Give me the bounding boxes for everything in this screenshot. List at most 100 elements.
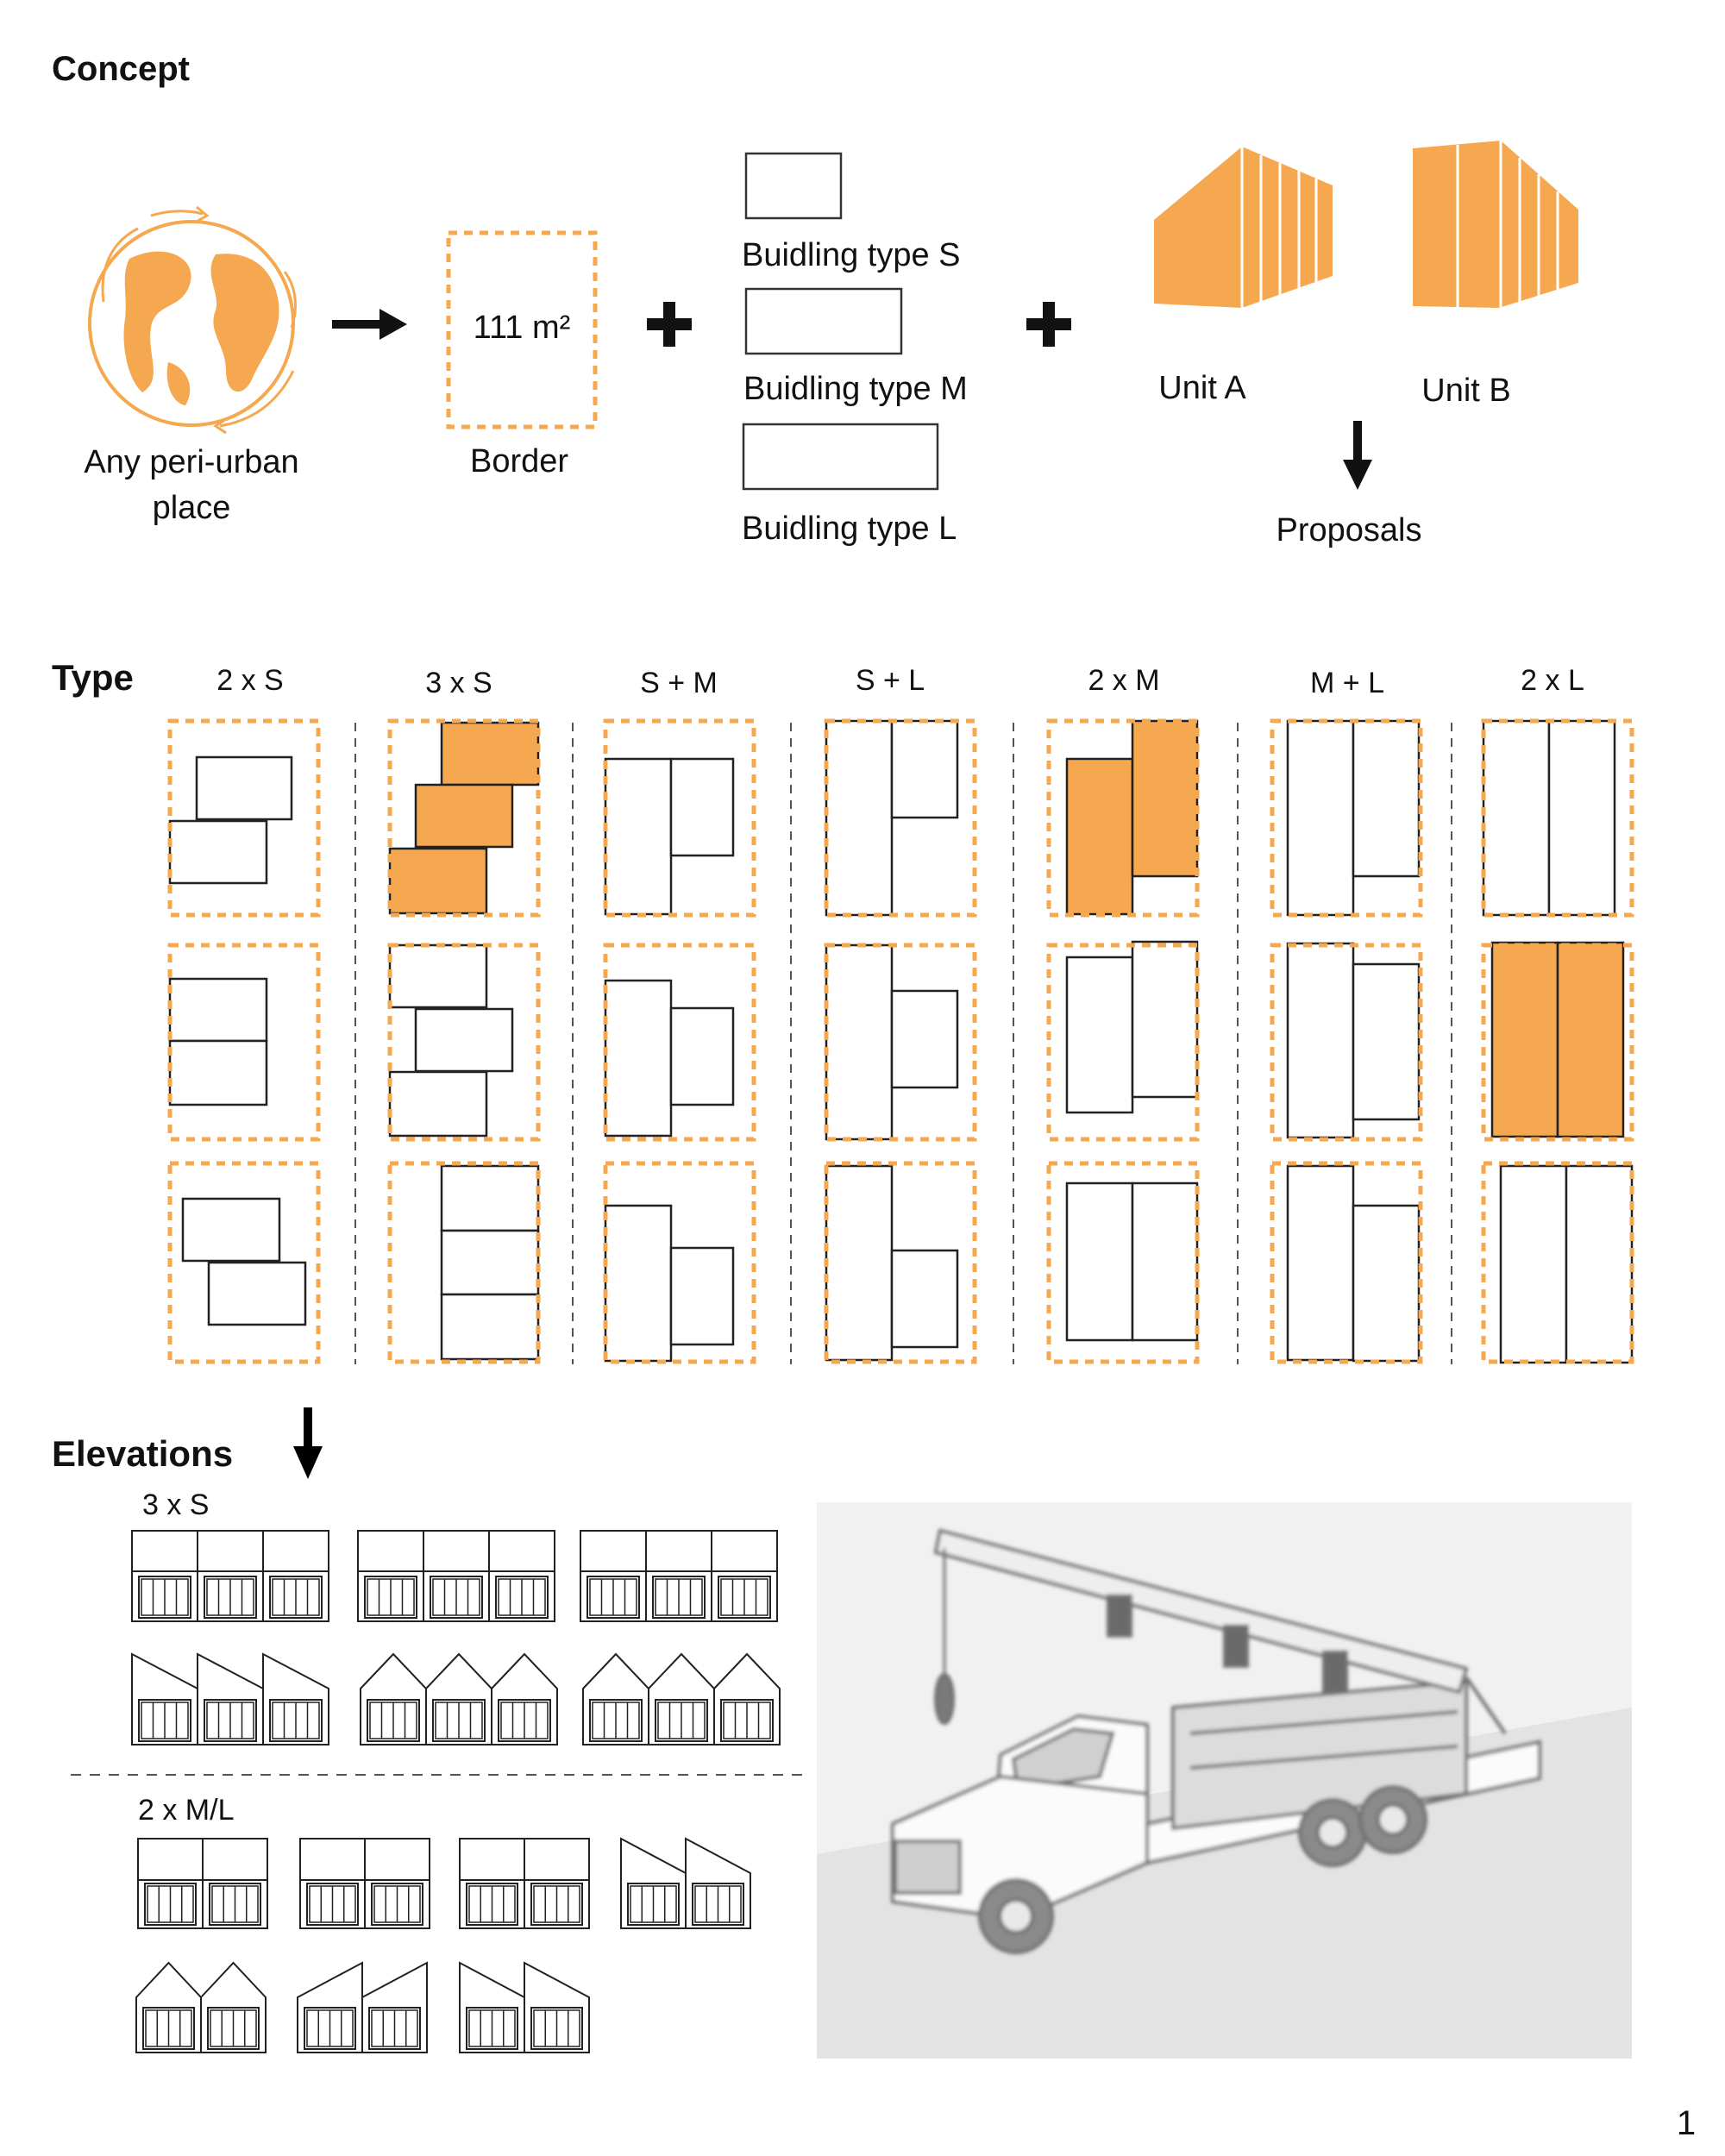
window-frame — [430, 1576, 483, 1619]
window-frame — [586, 1576, 640, 1619]
window-frame — [627, 1883, 680, 1926]
border-box — [824, 1161, 977, 1364]
type-variant-cell — [387, 1161, 541, 1364]
type-heading: Type — [52, 657, 134, 698]
column-label-3xs: 3 x S — [425, 667, 492, 699]
crane-mast — [1465, 1676, 1507, 1735]
building-footprint — [825, 719, 894, 917]
building-footprint — [1556, 941, 1625, 1138]
wheel-hub — [1315, 1815, 1350, 1850]
building-footprint — [669, 757, 735, 857]
window-frame — [530, 1883, 583, 1926]
truck-illustration — [891, 1528, 1541, 1954]
window-frame — [142, 2007, 195, 2050]
border-box — [167, 1161, 321, 1364]
place-label-line2: place — [153, 490, 231, 526]
plus-icon — [647, 302, 692, 347]
building-footprint — [440, 1293, 540, 1361]
window-frame — [368, 2007, 421, 2050]
type-variant-cell — [1046, 940, 1200, 1142]
building-footprint — [1065, 956, 1134, 1114]
unit-b-label: Unit B — [1421, 373, 1510, 409]
group-label-2xml: 2 x M/L — [138, 1794, 234, 1827]
building-footprint — [388, 943, 488, 1009]
boom-clamp — [1322, 1650, 1348, 1694]
window-frame — [720, 1699, 774, 1742]
window-frame — [269, 1576, 323, 1619]
building-type-s-rect — [744, 152, 843, 220]
border-area-label: 111 m² — [474, 310, 571, 346]
proposals-label: Proposals — [1276, 512, 1422, 548]
concept-heading: Concept — [52, 50, 190, 88]
window-frame — [204, 1576, 257, 1619]
building-footprint — [890, 989, 959, 1089]
building-footprint — [1352, 719, 1421, 878]
window-frame — [655, 1699, 708, 1742]
border-box — [1481, 1161, 1634, 1364]
plus-icon — [1026, 302, 1071, 347]
type-grid — [167, 718, 1634, 1364]
window-frame — [718, 1576, 771, 1619]
crane-hook — [934, 1673, 955, 1725]
column-label-2xl: 2 x L — [1521, 664, 1584, 697]
type-variant-cell — [1481, 1161, 1634, 1364]
building-footprint — [388, 847, 488, 915]
building-type-m-label: Buidling type M — [743, 371, 968, 407]
building-footprint — [388, 1070, 488, 1138]
building-footprint — [414, 783, 514, 849]
column-label-2xm: 2 x M — [1088, 664, 1159, 697]
type-variant-cell — [603, 718, 756, 918]
window-frame — [466, 1883, 518, 1926]
arrow-right-icon — [332, 309, 407, 340]
elevation-drawing — [131, 1652, 329, 1745]
type-variant-cell — [387, 943, 541, 1142]
building-footprint — [1065, 1181, 1134, 1342]
building-footprint — [1286, 1164, 1355, 1362]
unit-a-icon — [1154, 147, 1333, 308]
building-footprint — [1352, 1204, 1421, 1363]
elevation-drawing — [297, 1961, 428, 2053]
place-label-line1: Any peri-urban — [84, 444, 298, 480]
building-footprint — [669, 1246, 735, 1346]
building-footprint — [1131, 719, 1199, 878]
type-variant-cell — [603, 1161, 756, 1364]
building-footprint — [440, 1229, 540, 1296]
type-variant-cell — [824, 943, 977, 1142]
window-frame — [495, 1576, 549, 1619]
window-frame — [138, 1699, 191, 1742]
elevation-drawing — [580, 1530, 778, 1622]
window-frame — [306, 1883, 359, 1926]
window-frame — [530, 2007, 583, 2050]
border-label: Border — [470, 443, 568, 479]
load-rail — [1189, 1710, 1458, 1735]
unit-a-label: Unit A — [1158, 370, 1246, 406]
unit-b-icon — [1413, 141, 1578, 308]
building-footprint — [168, 819, 268, 885]
window-frame — [367, 1699, 420, 1742]
building-footprint — [440, 1164, 540, 1232]
building-type-s-label: Buidling type S — [742, 237, 961, 273]
type-variant-cell — [1481, 718, 1634, 918]
type-variant-cell — [167, 718, 321, 918]
elevation-drawing — [582, 1652, 781, 1745]
type-variant-cell — [1270, 1161, 1423, 1364]
group-label-3xs: 3 x S — [142, 1489, 209, 1521]
globe-icon — [88, 205, 297, 435]
border-box — [603, 1161, 756, 1364]
building-footprint — [195, 755, 293, 821]
type-variant-cell — [824, 1161, 977, 1364]
building-type-l-label: Buidling type L — [742, 511, 957, 547]
boom-clamp — [1223, 1624, 1249, 1668]
window-frame — [432, 1699, 486, 1742]
type-variant-cell — [824, 718, 977, 918]
building-footprint — [604, 757, 673, 916]
arrow-down-icon — [1343, 421, 1372, 490]
building-footprint — [1286, 719, 1355, 917]
truck-grille — [894, 1839, 962, 1895]
elevation-drawing — [459, 1838, 590, 1929]
building-footprint — [1131, 1181, 1199, 1342]
building-footprint — [1352, 962, 1421, 1121]
